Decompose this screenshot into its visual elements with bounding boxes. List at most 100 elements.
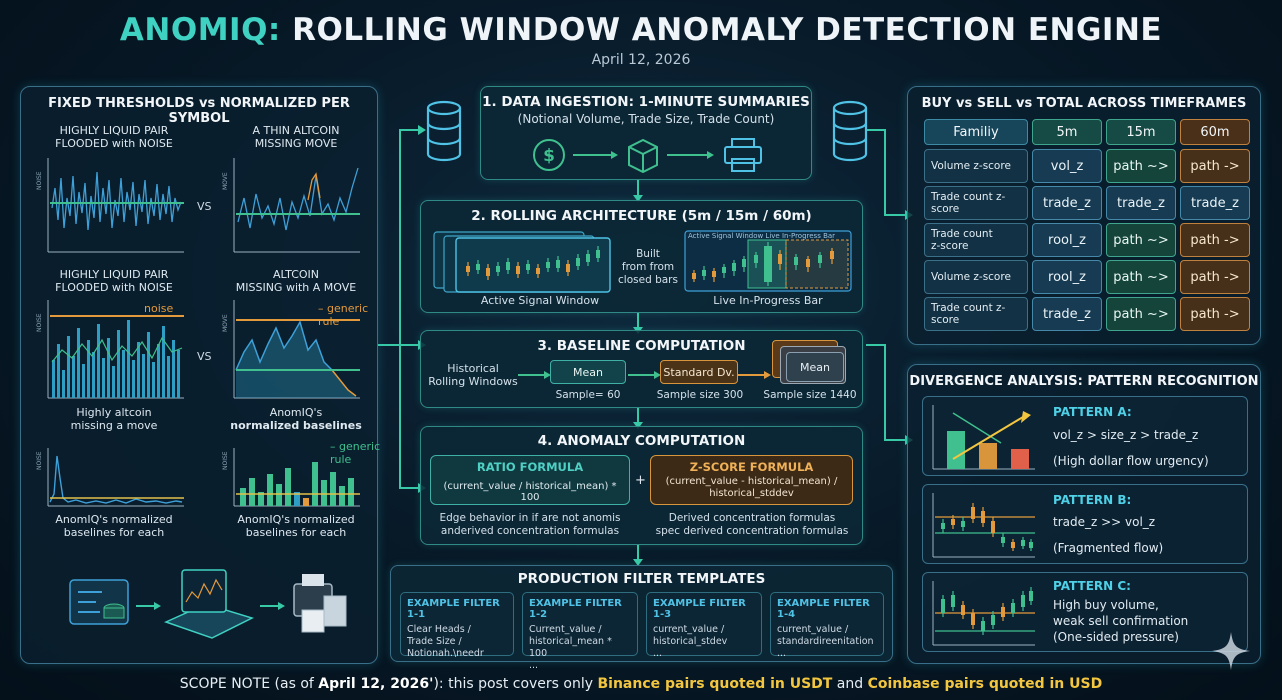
live-bar-overlay-text: Active Signal Window Live In-Progress Ba… bbox=[688, 232, 836, 240]
sample-300: Sample size 300 bbox=[656, 389, 744, 401]
chart4-ylabel: MOVE bbox=[222, 314, 229, 332]
cell-15m: path ~> bbox=[1106, 297, 1176, 331]
generic-rule-label-1: – generic rule bbox=[318, 302, 369, 328]
filter-card-2[interactable]: EXAMPLE FILTER 1-2 Current_value / histo… bbox=[522, 592, 638, 671]
mean-stack-chip: Mean bbox=[786, 352, 844, 382]
ingestion-flow-icons: $ bbox=[533, 138, 762, 173]
row-label: Volume z-score bbox=[924, 260, 1028, 294]
scope-date: April 12, 2026' bbox=[318, 676, 434, 692]
pipeline-illustration bbox=[62, 566, 352, 648]
filter-4-text: current_value / standardireenitation ... bbox=[777, 624, 874, 659]
active-window-cards bbox=[433, 231, 611, 293]
ratio-formula-text: (current_value / historical_mean) * 100 bbox=[443, 481, 617, 503]
chart4-subcaption-1: AnomIQ's bbox=[269, 406, 323, 419]
data-ingestion-panel: 1. DATA INGESTION: 1-MINUTE SUMMARIES (N… bbox=[480, 86, 812, 180]
row-label: Trade count z-score bbox=[924, 223, 1028, 257]
pattern-a-note: (High dollar flow urgency) bbox=[1053, 454, 1209, 468]
filter-2-title: EXAMPLE FILTER 1-2 bbox=[529, 598, 622, 620]
mean-chip: Mean bbox=[550, 360, 626, 384]
filter-2-text: Current_value / historical_mean * 100 ..… bbox=[529, 624, 612, 671]
noise-threshold-label: noise bbox=[144, 302, 174, 315]
stddev-chip: Standard Dv. bbox=[660, 360, 738, 384]
title-accent: ANOMIQ: bbox=[119, 12, 281, 48]
filter-3-title: EXAMPLE FILTER 1-3 bbox=[653, 598, 746, 620]
pattern-c-title: PATTERN C: bbox=[1053, 579, 1131, 593]
pattern-b-note: (Fragmented flow) bbox=[1053, 541, 1164, 555]
ratio-formula-title: RATIO FORMULA bbox=[476, 460, 584, 474]
active-signal-label: Active Signal Window bbox=[480, 294, 600, 307]
page-title: ANOMIQ: ROLLING WINDOW ANOMALY DETECTION… bbox=[0, 12, 1282, 48]
header-60m: 60m bbox=[1180, 119, 1250, 145]
normalized-chart-1 bbox=[46, 448, 186, 508]
chart6-caption: AnomIQ's normalized baselines for each bbox=[237, 513, 355, 539]
filter-card-3[interactable]: EXAMPLE FILTER 1-3 current_value / histo… bbox=[646, 592, 762, 659]
pattern-b-card: PATTERN B: trade_z >> vol_z (Fragmented … bbox=[922, 484, 1248, 564]
cell-5m: trade_z bbox=[1032, 297, 1102, 331]
move-chart-2 bbox=[232, 300, 362, 400]
cell-15m: path ~> bbox=[1106, 260, 1176, 294]
filter-1-title: EXAMPLE FILTER 1-1 bbox=[407, 598, 500, 620]
live-bar-chart bbox=[684, 230, 852, 292]
filters-title: PRODUCTION FILTER TEMPLATES bbox=[517, 571, 766, 587]
cell-60m: path -> bbox=[1180, 223, 1250, 257]
chart4-caption: ALTCOIN MISSING with A MOVE bbox=[235, 268, 357, 294]
formula-plus: + bbox=[635, 473, 646, 488]
cell-60m: path -> bbox=[1180, 260, 1250, 294]
vs-label-1: VS bbox=[197, 200, 212, 213]
chart5-caption: AnomIQ's normalized baselines for each bbox=[55, 513, 173, 539]
pattern-a-chart bbox=[932, 405, 1035, 470]
baseline-arrows bbox=[518, 371, 771, 379]
filter-4-title: EXAMPLE FILTER 1-4 bbox=[777, 598, 870, 620]
sample-60: Sample= 60 bbox=[555, 389, 621, 401]
chart5-ylabel: NOISE bbox=[36, 451, 43, 470]
noise-chart-2 bbox=[46, 300, 186, 400]
noise-chart-1 bbox=[46, 158, 186, 254]
title-rest: ROLLING WINDOW ANOMALY DETECTION ENGINE bbox=[280, 12, 1163, 48]
chart4-subcaption: AnomIQ's normalized baselines bbox=[222, 406, 370, 432]
chart3-ylabel: NOISE bbox=[36, 313, 43, 332]
header-15m: 15m bbox=[1106, 119, 1176, 145]
left-panel-title: FIXED THRESHOLDS vs NORMALIZED PER SYMBO… bbox=[48, 96, 350, 126]
scope-binance: Binance pairs quoted in USDT bbox=[597, 676, 833, 692]
sparkle-icon bbox=[1212, 632, 1250, 670]
cell-60m: path -> bbox=[1180, 149, 1250, 183]
chart6-ylabel: NOISE bbox=[222, 451, 229, 470]
cell-5m: rool_z bbox=[1032, 223, 1102, 257]
move-chart-1 bbox=[232, 158, 362, 254]
row-label: Trade count z-score bbox=[924, 297, 1028, 331]
pattern-b-chart bbox=[932, 493, 1035, 558]
cell-5m: rool_z bbox=[1032, 260, 1102, 294]
sample-1440: Sample size 1440 bbox=[763, 389, 857, 401]
pattern-b-rule: trade_z >> vol_z bbox=[1053, 515, 1156, 529]
ratio-formula-box: RATIO FORMULA (current_value / historica… bbox=[430, 455, 630, 505]
row-label: Volume z-score bbox=[924, 149, 1028, 183]
anomaly-title: 4. ANOMALY COMPUTATION bbox=[537, 433, 746, 449]
ingestion-title: 1. DATA INGESTION: 1-MINUTE SUMMARIES bbox=[482, 94, 810, 110]
live-bar-label: Live In-Progress Bar bbox=[713, 294, 823, 307]
normalized-chart-2 bbox=[232, 448, 362, 508]
scope-note: SCOPE NOTE (as of April 12, 2026'): this… bbox=[0, 676, 1282, 692]
chart1-caption: HIGHLY LIQUID PAIR FLOODED with NOISE bbox=[55, 124, 173, 150]
derived-concentration-note: Derived concentration formulas spec deri… bbox=[655, 512, 849, 537]
baseline-title: 3. BASELINE COMPUTATION bbox=[537, 338, 746, 354]
generic-rule-label-2: – generic rule bbox=[330, 440, 381, 466]
filter-card-1[interactable]: EXAMPLE FILTER 1-1 Clear Heads / Trade S… bbox=[400, 592, 514, 659]
pattern-c-line1: High buy volume, bbox=[1053, 598, 1159, 612]
chart3-caption: HIGHLY LIQUID PAIR FLOODED with NOISE bbox=[55, 268, 173, 294]
cell-5m: vol_z bbox=[1032, 149, 1102, 183]
chart2-ylabel: MOVE bbox=[222, 172, 229, 190]
pattern-c-line3: (One-sided pressure) bbox=[1053, 630, 1179, 644]
cell-5m: trade_z bbox=[1032, 186, 1102, 220]
header-5m: 5m bbox=[1032, 119, 1102, 145]
cell-15m: path ~> bbox=[1106, 149, 1176, 183]
pattern-a-rule: vol_z > size_z > trade_z bbox=[1053, 428, 1199, 442]
scope-coinbase: Coinbase pairs quoted in USD bbox=[867, 676, 1103, 692]
filter-card-4[interactable]: EXAMPLE FILTER 1-4 current_value / stand… bbox=[770, 592, 884, 659]
cell-60m: path -> bbox=[1180, 297, 1250, 331]
filter-3-text: current_value / historical_stdev ... bbox=[653, 624, 728, 659]
pattern-a-title: PATTERN A: bbox=[1053, 405, 1132, 419]
scope-prefix: SCOPE NOTE (as of bbox=[179, 676, 319, 692]
pattern-a-card: PATTERN A: vol_z > size_z > trade_z (Hig… bbox=[922, 396, 1248, 476]
header-family: Familiy bbox=[924, 119, 1028, 145]
chart2-caption: A THIN ALTCOIN MISSING MOVE bbox=[252, 124, 340, 150]
